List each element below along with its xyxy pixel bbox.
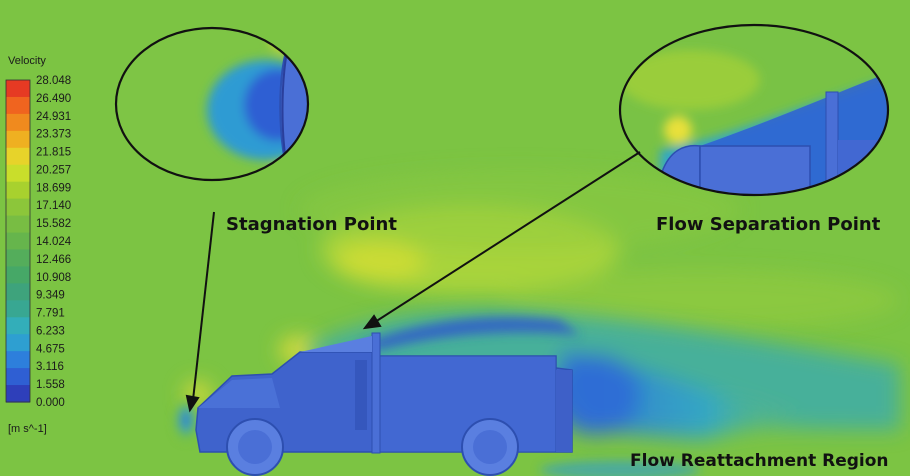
stagnation-arrow-head bbox=[185, 394, 200, 413]
stagnation-point-label: Stagnation Point bbox=[226, 214, 397, 235]
legend-tick-label: 4.675 bbox=[36, 343, 65, 355]
legend-unit: [m s^-1] bbox=[8, 423, 47, 435]
legend-tick-label: 0.000 bbox=[36, 397, 65, 409]
legend-tick-label: 3.116 bbox=[36, 361, 64, 373]
hood bbox=[198, 378, 280, 408]
legend-color-swatch bbox=[6, 198, 30, 217]
legend-tick-label: 21.815 bbox=[36, 147, 71, 159]
legend-tick-label: 26.490 bbox=[36, 93, 71, 105]
annotation-arrows bbox=[185, 151, 641, 413]
separation-arrow-line bbox=[374, 151, 641, 323]
legend-tick-label: 12.466 bbox=[36, 254, 71, 266]
legend-tick-label: 28.048 bbox=[36, 75, 71, 87]
flow-reattachment-label: Flow Reattachment Region bbox=[630, 451, 889, 471]
legend-color-swatch bbox=[6, 96, 30, 115]
legend-color-swatch bbox=[6, 164, 30, 183]
legend-tick-label: 1.558 bbox=[36, 379, 65, 391]
legend-color-swatch bbox=[6, 385, 30, 403]
legend-tick-label: 14.024 bbox=[36, 236, 72, 248]
legend-color-swatch bbox=[6, 368, 30, 386]
legend-tick-label: 17.140 bbox=[36, 200, 71, 212]
cab-fairing bbox=[300, 336, 372, 352]
separation-inset bbox=[618, 23, 890, 197]
stagnation-arrow-line bbox=[192, 211, 215, 401]
legend-ticks: 28.048 26.490 24.931 23.373 21.815 20.257 18.6… bbox=[36, 75, 72, 409]
legend-color-swatch bbox=[6, 232, 30, 251]
legend-color-swatch bbox=[6, 215, 30, 234]
rear-door bbox=[556, 370, 572, 452]
rear-hub bbox=[473, 430, 507, 464]
legend-tick-label: 6.233 bbox=[36, 325, 65, 337]
legend-tick-label: 18.699 bbox=[36, 182, 71, 194]
legend-color-swatch bbox=[6, 266, 30, 284]
cab-rear-stack bbox=[371, 332, 381, 454]
inset-frame-left bbox=[114, 26, 310, 182]
legend-color-swatch bbox=[6, 300, 30, 318]
legend-colorbar bbox=[5, 79, 31, 403]
legend-color-swatch bbox=[6, 351, 30, 369]
inset-frame-right bbox=[618, 23, 890, 197]
legend-color-swatch bbox=[6, 147, 30, 166]
stagnation-inset bbox=[114, 26, 310, 182]
legend-color-swatch bbox=[6, 113, 30, 132]
legend-tick-label: 15.582 bbox=[36, 218, 71, 230]
legend-tick-label: 24.931 bbox=[36, 111, 71, 123]
wake-core bbox=[174, 317, 700, 476]
legend-color-swatch bbox=[6, 130, 30, 149]
velocity-legend: Velocity 28.04826.49024.93123.37321.8152… bbox=[5, 55, 72, 435]
legend-tick-label: 7.791 bbox=[36, 308, 65, 320]
legend-color-swatch bbox=[6, 317, 30, 335]
legend-title: Velocity bbox=[8, 55, 46, 67]
legend-color-swatch bbox=[6, 283, 30, 301]
legend-tick-label: 10.908 bbox=[36, 272, 71, 284]
legend-color-swatch bbox=[6, 80, 30, 98]
legend-colorbar-frame bbox=[5, 79, 31, 403]
legend-color-swatch bbox=[6, 249, 30, 268]
flow-separation-point-label: Flow Separation Point bbox=[656, 214, 881, 235]
legend-tick-label: 20.257 bbox=[36, 164, 71, 176]
truck-wheels bbox=[226, 418, 519, 476]
front-hub bbox=[238, 430, 272, 464]
legend-color-swatch bbox=[6, 334, 30, 352]
cab-door-panel bbox=[355, 360, 367, 430]
legend-color-swatch bbox=[6, 181, 30, 200]
legend-tick-label: 9.349 bbox=[36, 290, 65, 302]
legend-tick-label: 23.373 bbox=[36, 129, 71, 141]
separation-arrow-head bbox=[362, 314, 382, 330]
